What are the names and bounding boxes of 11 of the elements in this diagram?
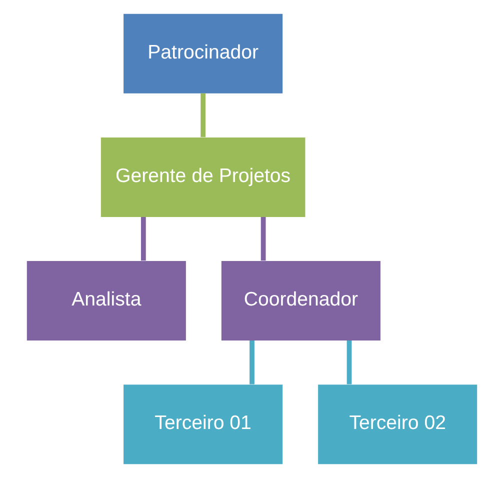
node-box: Analista xyxy=(26,260,186,340)
connector xyxy=(140,216,146,260)
connector xyxy=(346,340,352,384)
connector xyxy=(200,92,206,137)
node-box: Terceiro 02 xyxy=(318,384,478,464)
node-box: Terceiro 01 xyxy=(124,384,283,464)
connector xyxy=(250,340,254,384)
node-box: Gerente de Projetos xyxy=(100,136,306,216)
connector xyxy=(260,216,266,260)
node-box: Coordenador xyxy=(221,260,380,340)
node-box: Patrocinador xyxy=(124,13,283,93)
